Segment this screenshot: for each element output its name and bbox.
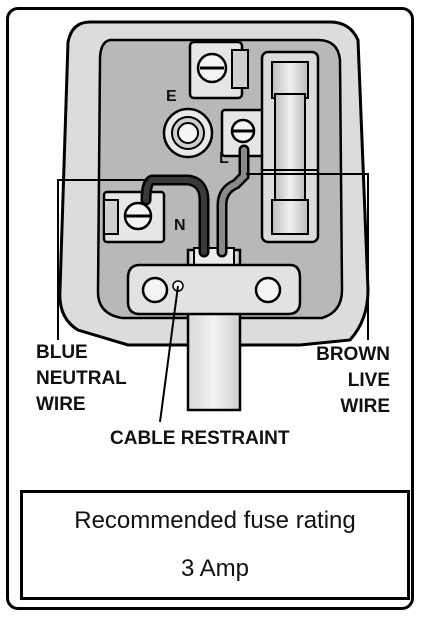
earth-terminal-label: E <box>166 88 177 105</box>
cable-restraint-label: CABLE RESTRAINT <box>110 428 290 449</box>
neutral-leader-line <box>57 179 148 340</box>
brown-live-wire-label: BROWN LIVE WIRE <box>316 344 390 417</box>
fuse-rating-value: 3 Amp <box>180 555 250 582</box>
live-terminal <box>220 108 266 158</box>
earth-pin-hole <box>162 107 214 159</box>
live-terminal-label: L <box>219 150 229 167</box>
fuse-rating-box: Recommended fuse rating 3 Amp <box>20 490 410 600</box>
restraint-leader-line <box>159 285 179 423</box>
fuse <box>260 50 320 244</box>
earth-terminal <box>188 40 249 100</box>
neutral-terminal <box>102 190 166 244</box>
neutral-terminal-label: N <box>174 217 186 234</box>
cable-restraint <box>126 263 302 316</box>
live-leader-line <box>246 173 369 340</box>
blue-neutral-wire-label: BLUE NEUTRAL WIRE <box>36 342 127 415</box>
fuse-rating-title: Recommended fuse rating <box>74 507 356 534</box>
